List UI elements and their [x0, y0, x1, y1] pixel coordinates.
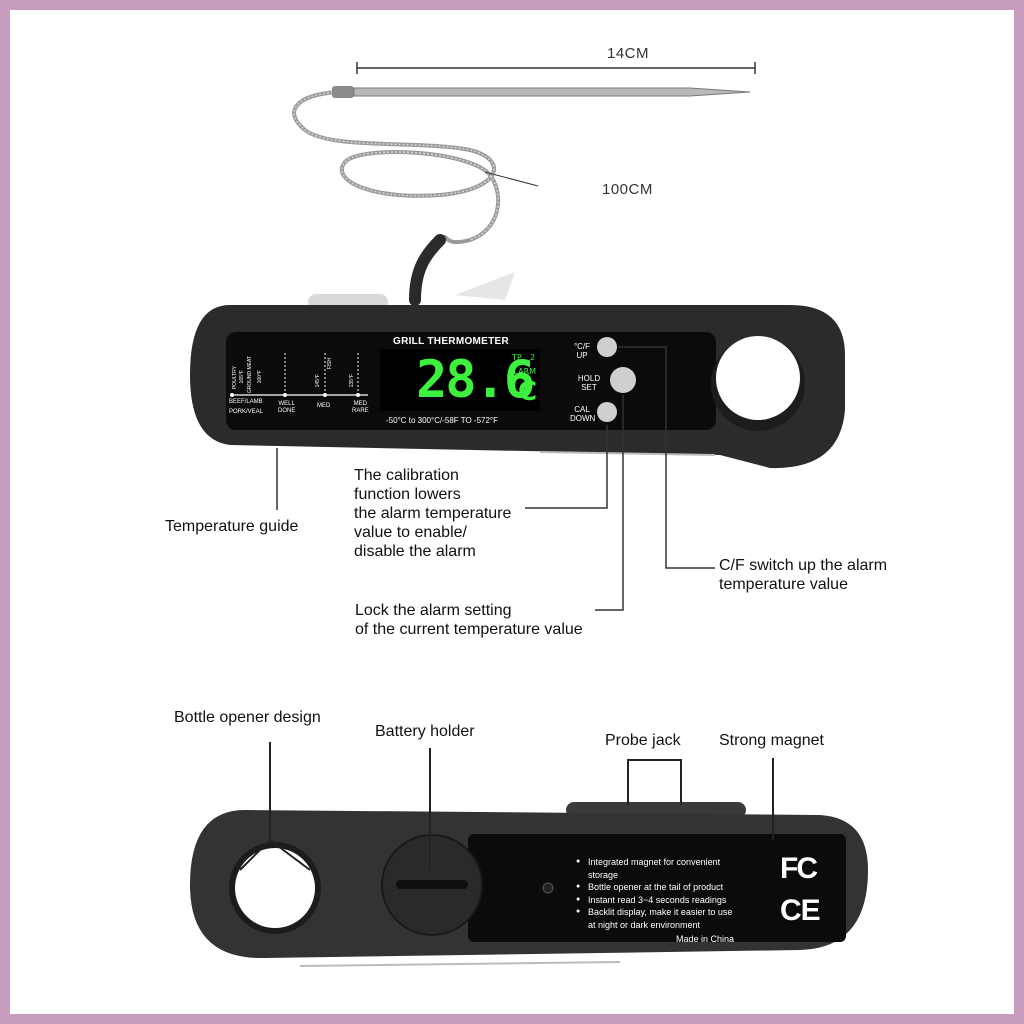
- temperature-range-text: -50°C to 300°C/-58F TO -572°F: [386, 416, 499, 425]
- braided-cable: [292, 90, 501, 245]
- cable-length-label: 100CM: [602, 181, 653, 198]
- feature-item-cont: at night or dark environment: [588, 919, 701, 930]
- hold-set-button[interactable]: [610, 367, 636, 393]
- feature-item: Bottle opener at the tail of product: [576, 881, 776, 894]
- callout-battery-holder: Battery holder: [375, 723, 475, 740]
- guide-col-145: 145°F: [315, 374, 321, 388]
- lcd-display: 28.6 C TP 2 ALARM: [380, 349, 540, 411]
- feature-item: Instant read 3~4 seconds readings: [576, 894, 776, 907]
- lcd-unit: C: [518, 377, 538, 407]
- probe-needle: [353, 87, 751, 97]
- cable-strain-relief: [409, 234, 446, 306]
- probe-handle: [332, 86, 354, 98]
- fc-certification-mark: FC: [780, 852, 818, 885]
- ce-certification-mark: CE: [780, 894, 821, 927]
- callout-temperature-guide: Temperature guide: [165, 518, 299, 535]
- brand-label: GRILL THERMOMETER: [393, 336, 510, 347]
- front-callout-lines: [276, 346, 715, 611]
- lcd-alarm-indicator: ALARM: [508, 367, 537, 376]
- guide-col-135: 135°F: [349, 374, 355, 388]
- callout-bottle-opener: Bottle opener design: [174, 709, 321, 726]
- feature-item-cont: storage: [588, 869, 619, 880]
- guide-col-160: 160°F: [257, 370, 263, 384]
- lcd-reading: 28.6: [416, 350, 535, 410]
- callout-cf-switch: C/F switch up the alarm temperature valu…: [719, 557, 888, 593]
- feature-item: Backlit display, make it easier to use: [576, 906, 776, 919]
- back-feature-list: Integrated magnet for convenient storage…: [576, 856, 776, 946]
- lcd-probe-number: 2: [530, 353, 536, 362]
- guide-col-165: 165°F: [239, 370, 245, 384]
- made-in-label: Made in China: [676, 934, 735, 944]
- guide-med: MED: [317, 403, 331, 409]
- callout-probe-jack: Probe jack: [605, 732, 681, 749]
- callout-lock-alarm: Lock the alarm setting of the current te…: [355, 602, 583, 638]
- guide-col-ground-meat: GROUND MEAT: [247, 356, 253, 394]
- battery-cover-slot: [396, 880, 468, 889]
- guide-col-poultry: POULTRY: [232, 366, 238, 390]
- cal-down-button[interactable]: [597, 402, 617, 422]
- guide-beef-lamb: BEEF/LAMB: [229, 399, 263, 405]
- probe-length-label: 14CM: [607, 45, 650, 62]
- guide-pork-veal: PORK/VEAL: [229, 409, 264, 415]
- product-image-frame: 14CM 100CM GRILL THERMOMETER 28.6 C TP 2…: [10, 10, 1014, 1014]
- callout-strong-magnet: Strong magnet: [719, 732, 824, 749]
- feature-item: Integrated magnet for convenient: [576, 856, 776, 869]
- guide-col-fish: FISH: [327, 358, 333, 370]
- probe-and-cable: [292, 62, 756, 306]
- lcd-tp-indicator: TP: [512, 353, 522, 362]
- cf-up-button[interactable]: [597, 337, 617, 357]
- product-illustration: [190, 62, 868, 967]
- back-callout-lines: [239, 742, 774, 871]
- callout-calibration: The calibration function lowers the alar…: [354, 467, 512, 560]
